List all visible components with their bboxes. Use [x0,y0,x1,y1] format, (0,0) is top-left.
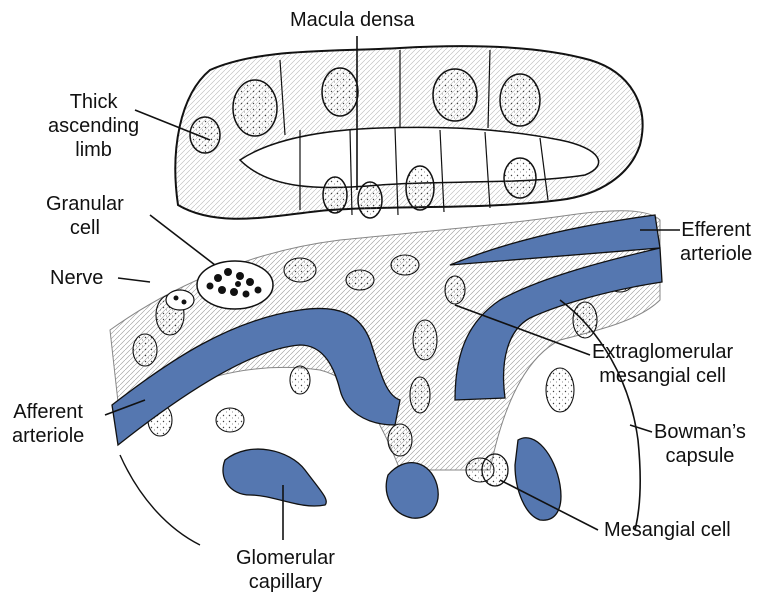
capillary-lumen-center [386,463,438,519]
label-nerve: Nerve [50,266,103,290]
thick-ascending-limb-tubule [175,46,642,219]
granular-cell-cluster [166,261,273,310]
leader-bowmans-capsule [630,425,652,432]
label-afferent-arteriole: Afferent arteriole [12,400,84,448]
label-macula-densa: Macula densa [290,8,415,32]
leader-granular-cell [150,215,215,265]
glomerular-capillary-lumen [223,449,326,506]
label-bowmans-capsule: Bowman’s capsule [654,420,746,468]
label-thick-ascending-limb: Thick ascending limb [48,90,139,162]
capsule-wall-left [120,455,200,545]
leader-nerve [118,278,150,282]
label-mesangial-cell: Mesangial cell [604,518,731,542]
label-glomerular-capillary: Glomerular capillary [236,546,335,594]
label-extraglomerular-mesangial-cell: Extraglomerular mesangial cell [592,340,733,388]
label-efferent-arteriole: Efferent arteriole [680,218,752,266]
label-granular-cell: Granular cell [46,192,124,240]
